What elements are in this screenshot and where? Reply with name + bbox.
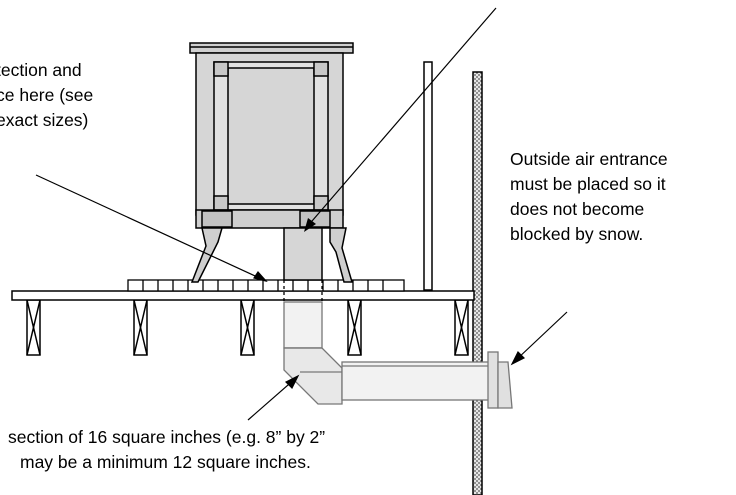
- floor-protection-callout: tection and ce here (see exact sizes): [0, 58, 93, 133]
- outside-air-callout: Outside air entrance must be placed so i…: [510, 147, 668, 247]
- duct-size-callout: section of 16 square inches (e.g. 8” by …: [8, 425, 325, 475]
- callout-line: blocked by snow.: [510, 224, 644, 244]
- callout-line: ce here (see: [0, 85, 94, 105]
- callout-line: section of 16 square inches (e.g. 8” by …: [8, 427, 326, 447]
- joist: [347, 299, 362, 356]
- arrow-air-intake: [304, 7, 497, 232]
- stove: [189, 42, 354, 283]
- floor-joists: [26, 299, 469, 356]
- callout-line: Outside air entrance: [510, 149, 668, 169]
- callout-line: tection and: [0, 60, 82, 80]
- outside-air-duct: [283, 301, 513, 409]
- wall-post: [423, 61, 433, 291]
- callout-line: does not become: [510, 199, 645, 219]
- floor-penetration: [283, 280, 323, 302]
- callout-line: exact sizes): [0, 110, 89, 130]
- arrow-outside-entrance: [510, 311, 568, 366]
- callout-line: may be a minimum 12 square inches.: [20, 452, 311, 472]
- callout-line: must be placed so it: [510, 174, 666, 194]
- floor-deck: [11, 290, 475, 301]
- joist: [133, 299, 148, 356]
- arrow-floor-protection: [35, 174, 268, 283]
- floor-protection: [127, 279, 405, 292]
- joist: [240, 299, 255, 356]
- joist: [26, 299, 41, 356]
- exterior-wall: [472, 71, 483, 495]
- joist: [454, 299, 469, 356]
- arrow-duct-size: [247, 374, 300, 421]
